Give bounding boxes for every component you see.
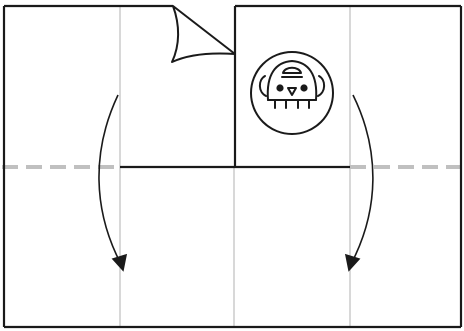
bird-face-icon	[251, 52, 333, 134]
fold-arrow-right-head	[346, 255, 359, 270]
corner-flap	[172, 6, 235, 62]
corner-flap-shape	[172, 6, 235, 62]
icon-eye-left	[277, 85, 282, 90]
fold-arrow-right	[350, 95, 373, 266]
icon-eye-right	[301, 85, 306, 90]
fold-arrow-left	[99, 95, 122, 266]
